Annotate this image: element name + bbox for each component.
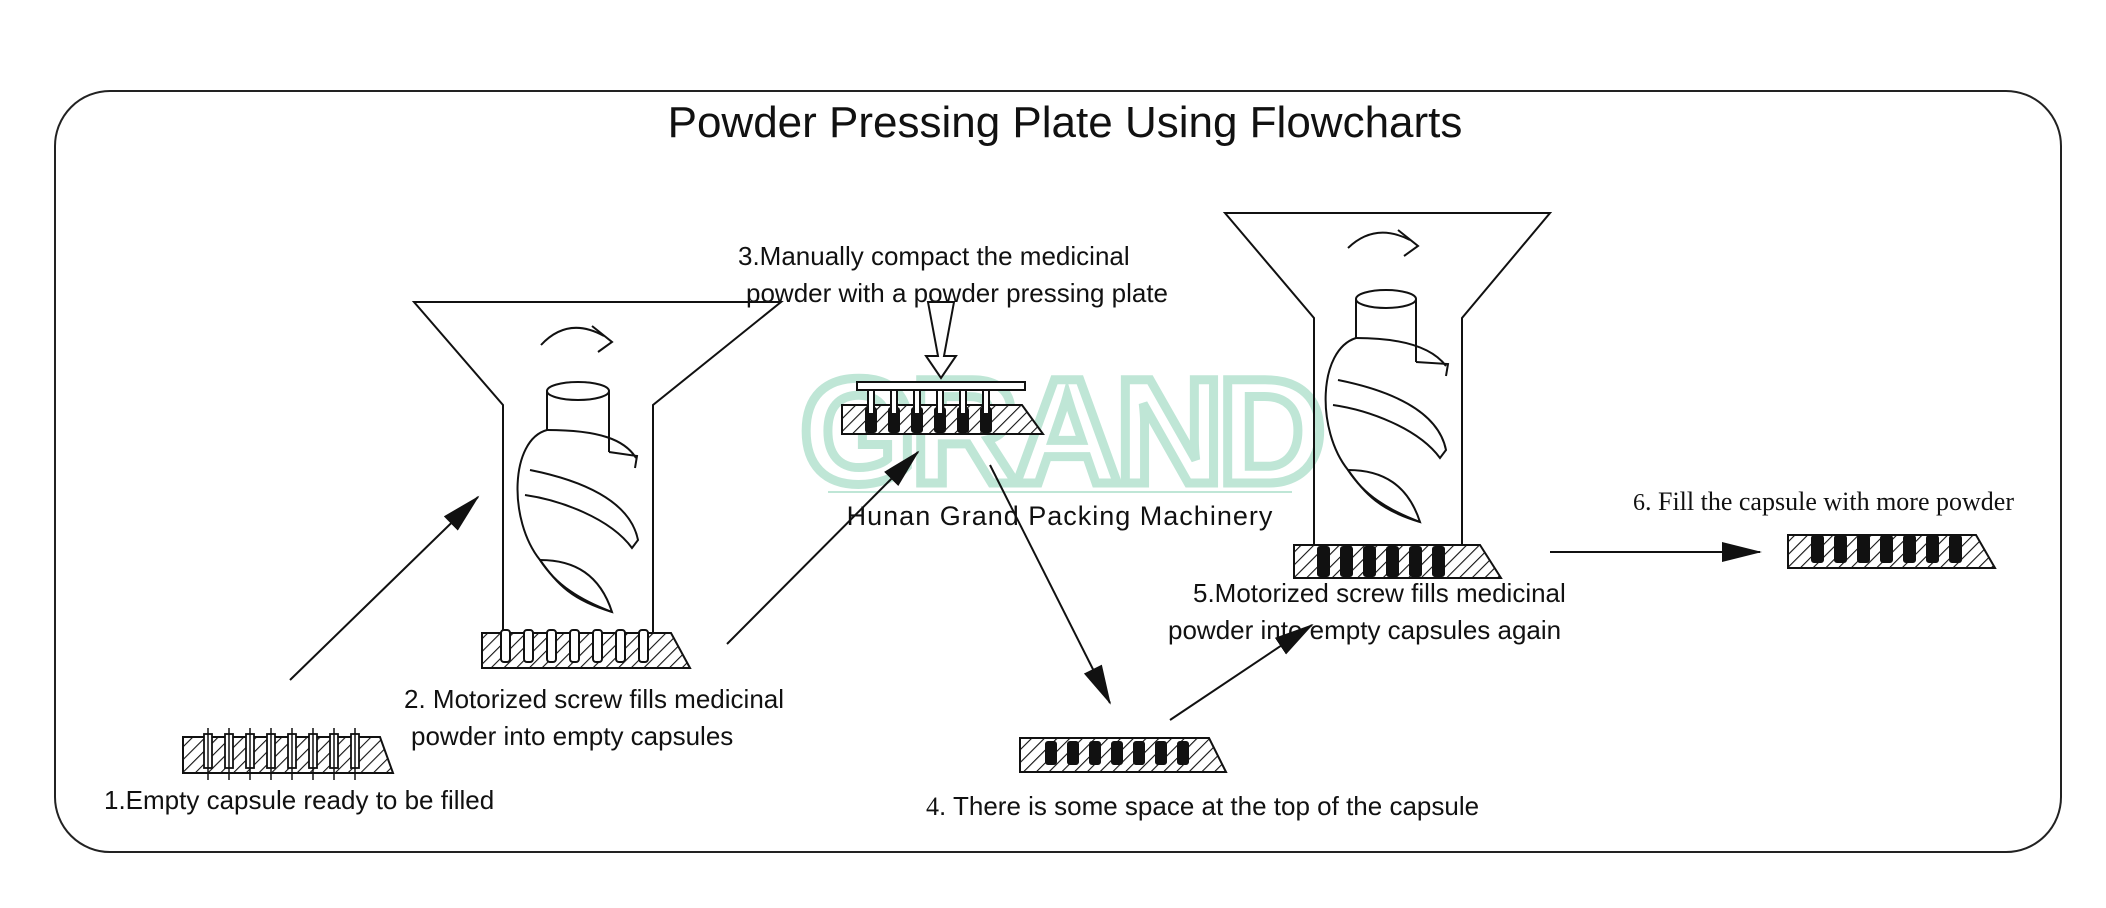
watermark: GRAND Hunan Grand Packing Machinery	[796, 343, 1332, 532]
step5-capsule-plate	[1293, 544, 1503, 579]
step2-capsule-plate	[481, 629, 692, 669]
step2-label: 2. Motorized screw fills medicinal powde…	[404, 684, 791, 751]
page-title: Powder Pressing Plate Using Flowcharts	[668, 98, 1463, 147]
arrow-step4-to-step5	[1169, 623, 1314, 721]
step5-screw-hopper	[1222, 212, 1553, 545]
watermark-company: Hunan Grand Packing Machinery	[847, 501, 1274, 531]
step4-capsule-plate	[1019, 737, 1228, 773]
arrow-step3-to-step4	[989, 464, 1111, 705]
step4-label: 4. There is some space at the top of the…	[926, 791, 1479, 821]
step6-capsule-plate	[1787, 534, 1997, 569]
step3-label: 3.Manually compact the medicinal powder …	[738, 241, 1168, 308]
step1-capsule-plate	[182, 728, 395, 780]
step6-label: 6. Fill the capsule with more powder	[1633, 487, 2014, 516]
arrow-step1-to-step2	[289, 495, 480, 681]
step2-screw-hopper	[411, 301, 784, 633]
diagram-frame	[54, 90, 2062, 853]
step3-pressing-plate	[841, 301, 1045, 435]
step5-label: 5.Motorized screw fills medicinal powder…	[1168, 578, 1573, 645]
arrow-step2-to-step3	[726, 450, 920, 645]
step1-label: 1.Empty capsule ready to be filled	[104, 785, 494, 815]
